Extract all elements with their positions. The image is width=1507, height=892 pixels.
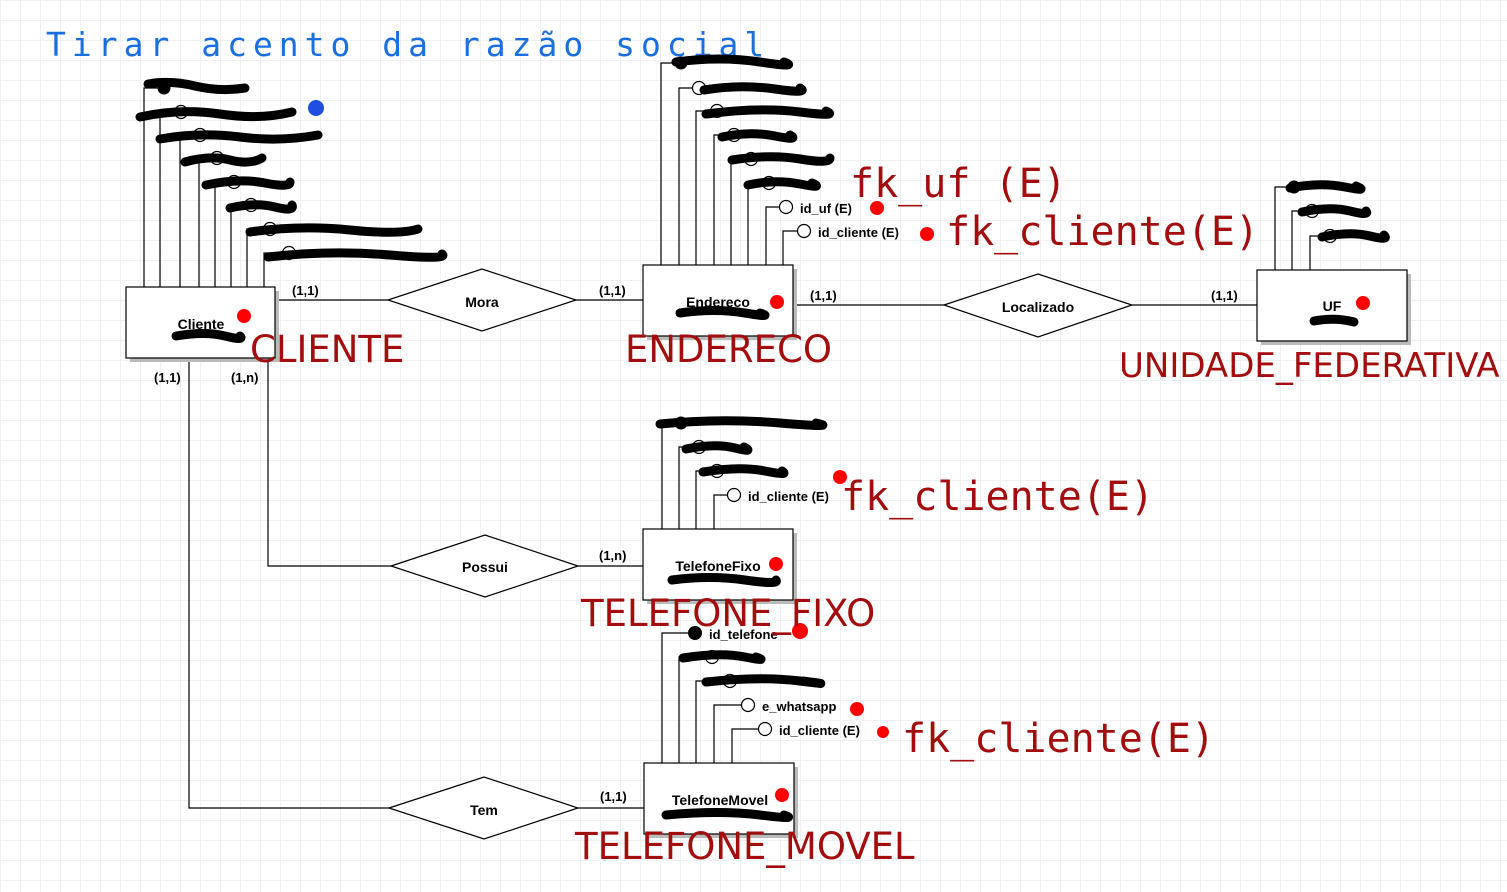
- cardinality-cliente-mora: (1,1): [292, 283, 319, 298]
- attribute-label-e-whatsapp: e_whatsapp: [762, 699, 836, 714]
- relationship-localizado: Localizado: [942, 273, 1134, 338]
- annotation-fk-cliente-endereco: fk_cliente(E): [946, 209, 1259, 255]
- attribute-label-id-cliente: id_cliente (E): [779, 723, 860, 738]
- cardinality-labels: (1,1) (1,1) (1,1) (1,1) (1,1) (1,n) (1,n…: [154, 283, 1238, 804]
- entity-name: Cliente: [178, 316, 225, 332]
- cardinality-uf-localizado: (1,1): [1211, 288, 1238, 303]
- cardinality-fixo-possui: (1,n): [599, 548, 626, 563]
- redaction-scribble: [667, 573, 781, 587]
- entity-uf[interactable]: UF: [1256, 269, 1411, 345]
- table-label-unidade-federativa: UNIDADE_FEDERATIVA: [1119, 346, 1500, 386]
- relationship-label: Tem: [470, 802, 498, 818]
- redaction-scribbles: [1285, 180, 1390, 243]
- entity-cliente[interactable]: Cliente: [125, 286, 279, 362]
- cliente-attribute-tree: [135, 77, 448, 287]
- red-marker: [833, 470, 847, 484]
- cardinality-endereco-localizado: (1,1): [810, 288, 837, 303]
- attribute-marker: [757, 721, 773, 737]
- telefone-fixo-attribute-tree: id_cliente (E): [655, 416, 847, 529]
- redaction-scribbles: [135, 77, 448, 262]
- primary-key-marker: [688, 626, 702, 640]
- entity-name: TelefoneFixo: [675, 558, 760, 574]
- telefone-movel-attribute-tree: id_telefone e_whatsapp id_cliente (E): [661, 623, 889, 763]
- entity-endereco[interactable]: Endereco: [642, 264, 797, 340]
- redaction-scribble: [675, 306, 770, 320]
- attribute-label-id-telefone: id_telefone: [709, 627, 778, 642]
- red-marker: [877, 726, 889, 738]
- uf-attribute-tree: [1274, 180, 1390, 270]
- entity-name: Endereco: [686, 294, 750, 310]
- table-label-cliente: CLIENTE: [250, 328, 404, 371]
- redaction-scribbles: [671, 54, 835, 191]
- attribute-label-id-uf: id_uf (E): [800, 201, 852, 216]
- red-marker: [775, 788, 789, 802]
- annotation-fk-cliente-fixo: fk_cliente(E): [841, 474, 1154, 520]
- red-marker: [769, 557, 783, 571]
- cardinality-endereco-mora: (1,1): [599, 283, 626, 298]
- red-marker: [920, 227, 934, 241]
- relationship-possui: Possui: [389, 534, 580, 598]
- redaction-scribble: [1309, 314, 1359, 327]
- redaction-scribble: [171, 329, 246, 343]
- relationship-label: Localizado: [1002, 299, 1074, 315]
- red-marker: [870, 201, 884, 215]
- annotation-fk-cliente-movel: fk_cliente(E): [902, 716, 1215, 762]
- note-text: Tirar acento da razão social: [46, 25, 770, 64]
- relationship-lines: [188, 299, 1257, 809]
- table-label-telefone-movel: TELEFONE_MOVEL: [574, 825, 915, 868]
- attribute-marker: [726, 487, 742, 503]
- redaction-scribble: [661, 808, 793, 822]
- table-label-telefone-fixo: TELEFONE_FIXO: [580, 592, 875, 635]
- red-marker: [1356, 296, 1370, 310]
- relationship-tem: Tem: [387, 776, 580, 840]
- red-marker: [770, 295, 784, 309]
- relationship-label: Mora: [465, 294, 499, 310]
- blue-marker: [308, 100, 324, 116]
- redaction-scribbles: [678, 650, 826, 688]
- table-label-endereco: ENDERECO: [625, 328, 832, 371]
- cardinality-cliente-possui: (1,n): [231, 370, 258, 385]
- attribute-marker: [778, 199, 794, 215]
- entity-name: UF: [1323, 298, 1342, 314]
- attribute-marker: [740, 697, 756, 713]
- entity-telefone-movel[interactable]: TelefoneMovel: [643, 762, 798, 838]
- cardinality-movel-tem: (1,1): [600, 789, 627, 804]
- entity-name: TelefoneMovel: [672, 792, 768, 808]
- red-marker: [850, 702, 864, 716]
- cardinality-cliente-tem: (1,1): [154, 370, 181, 385]
- entity-telefone-fixo[interactable]: TelefoneFixo: [642, 528, 797, 604]
- attribute-label-id-cliente: id_cliente (E): [818, 225, 899, 240]
- attribute-marker: [796, 223, 812, 239]
- relationship-mora: Mora: [386, 268, 578, 332]
- redaction-scribbles: [655, 416, 828, 478]
- attribute-label-id-cliente: id_cliente (E): [748, 489, 829, 504]
- relationship-label: Possui: [462, 559, 508, 575]
- red-marker: [792, 623, 808, 639]
- red-marker: [237, 309, 251, 323]
- annotation-fk-uf: fk_uf (E): [850, 161, 1067, 207]
- endereco-attribute-tree: id_uf (E) id_cliente (E): [660, 54, 934, 265]
